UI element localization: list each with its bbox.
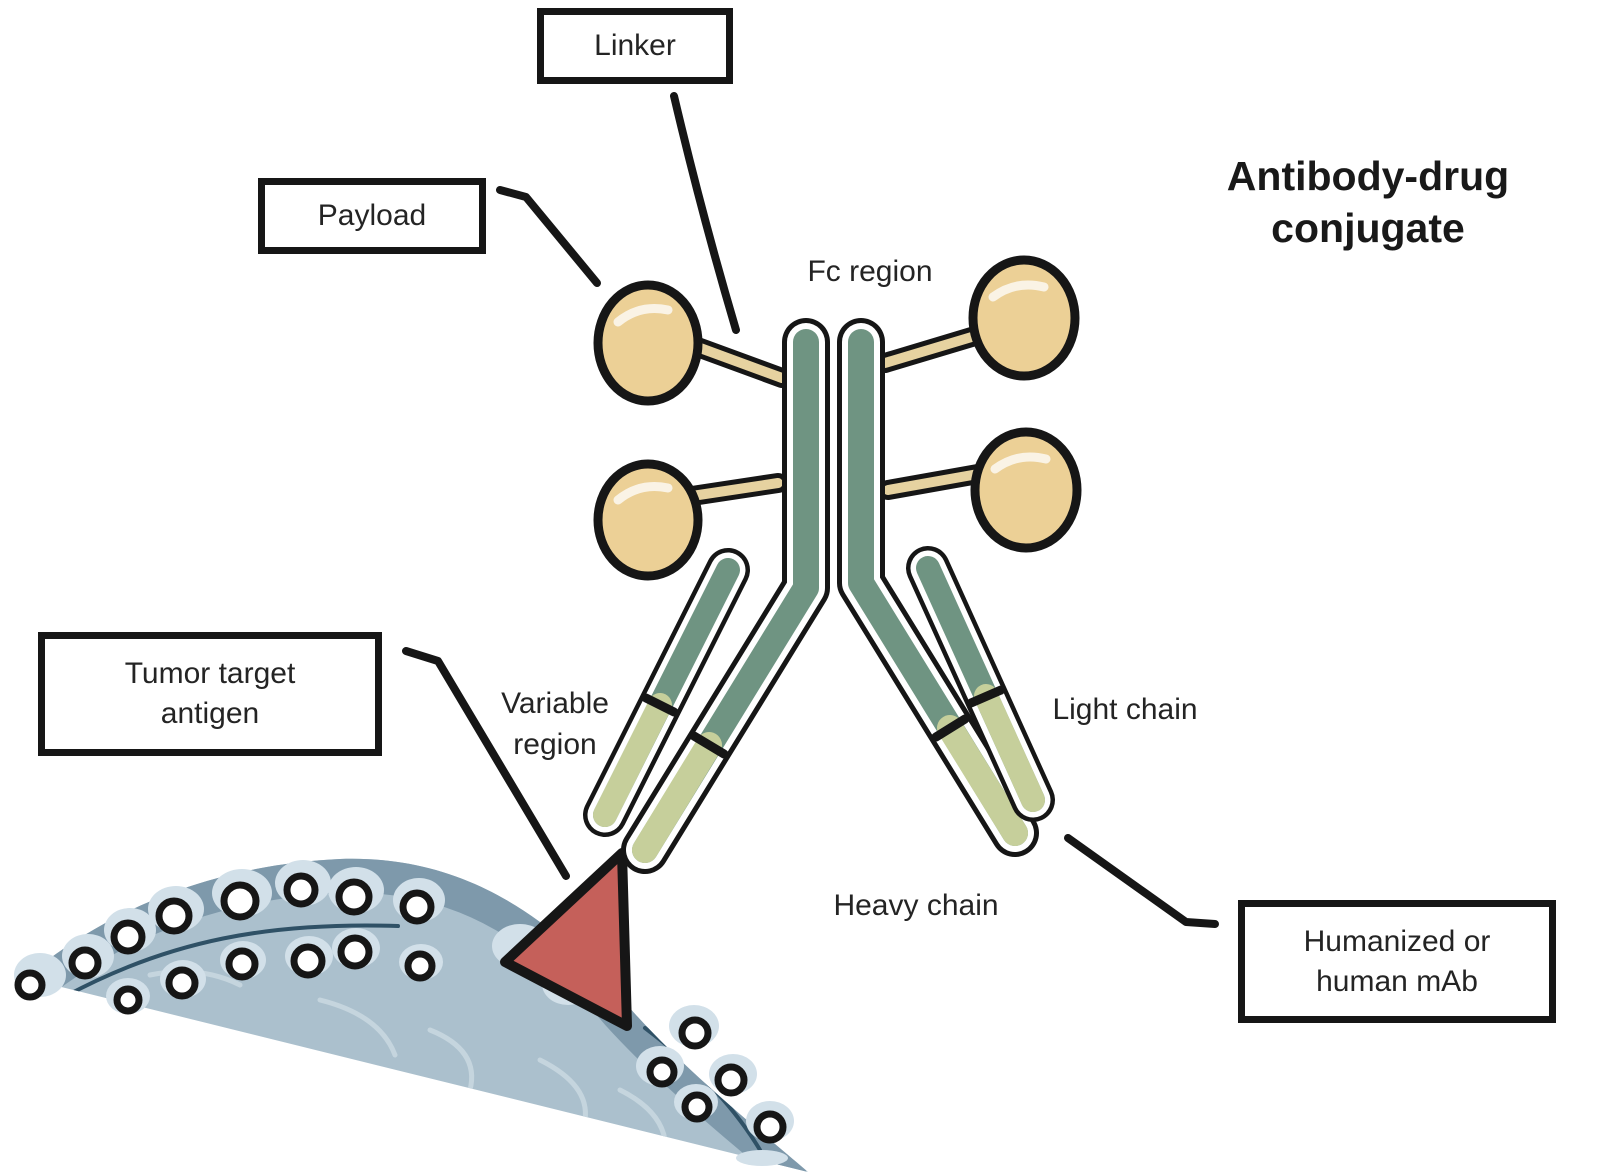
payload-circle-top-right <box>968 255 1080 381</box>
tumor-cell <box>14 858 808 1172</box>
tumor-antigen-callout-line2: antigen <box>160 697 260 730</box>
tumor-antigen-callout-line1: Tumor target <box>124 657 296 691</box>
tumor-antigen-triangle <box>500 848 632 1031</box>
linker-callout-label: Linker <box>594 29 676 63</box>
payload-circles <box>593 255 1082 581</box>
figure-title-line2: conjugate <box>1271 205 1465 252</box>
mab-callout: Humanized or human mAb <box>1238 900 1556 1023</box>
light-chain-label: Light chain <box>1052 693 1198 726</box>
light-chain-right <box>906 546 1055 822</box>
payload-circle-top-left <box>593 280 703 406</box>
leader-lines <box>402 92 1219 928</box>
antibody <box>583 255 1082 874</box>
heavy-chain-left <box>621 318 830 874</box>
fc-region-label: Fc region <box>807 255 933 288</box>
payload-circle-bottom-left <box>593 459 703 581</box>
linker-callout: Linker <box>537 8 733 84</box>
payload-circle-bottom-right <box>970 427 1082 553</box>
payload-leader-line <box>496 186 601 287</box>
tumor-antigen-callout: Tumor target antigen <box>38 632 382 756</box>
heavy-chain-label: Heavy chain <box>833 889 999 922</box>
figure-title-line1: Antibody-drug <box>1226 153 1510 199</box>
linker-stems <box>682 323 995 506</box>
payload-callout: Payload <box>258 178 486 254</box>
receptor-rings <box>14 872 787 1144</box>
light-chain-left <box>583 548 750 837</box>
mab-callout-line2: human mAb <box>1316 964 1478 998</box>
payload-callout-label: Payload <box>317 199 427 233</box>
figure-title: Antibody-drug conjugate <box>1178 150 1558 255</box>
mab-leader-line <box>1064 834 1219 928</box>
variable-region-label-line2: region <box>513 727 597 761</box>
linker-leader-line <box>670 92 740 334</box>
tumor-antigen-leader-line <box>402 647 570 880</box>
heavy-chain-right <box>837 318 1039 857</box>
variable-region-label-line1: Variable <box>501 687 609 720</box>
variable-region-label: Variable region <box>455 684 655 765</box>
mab-callout-line1: Humanized or <box>1303 924 1491 958</box>
